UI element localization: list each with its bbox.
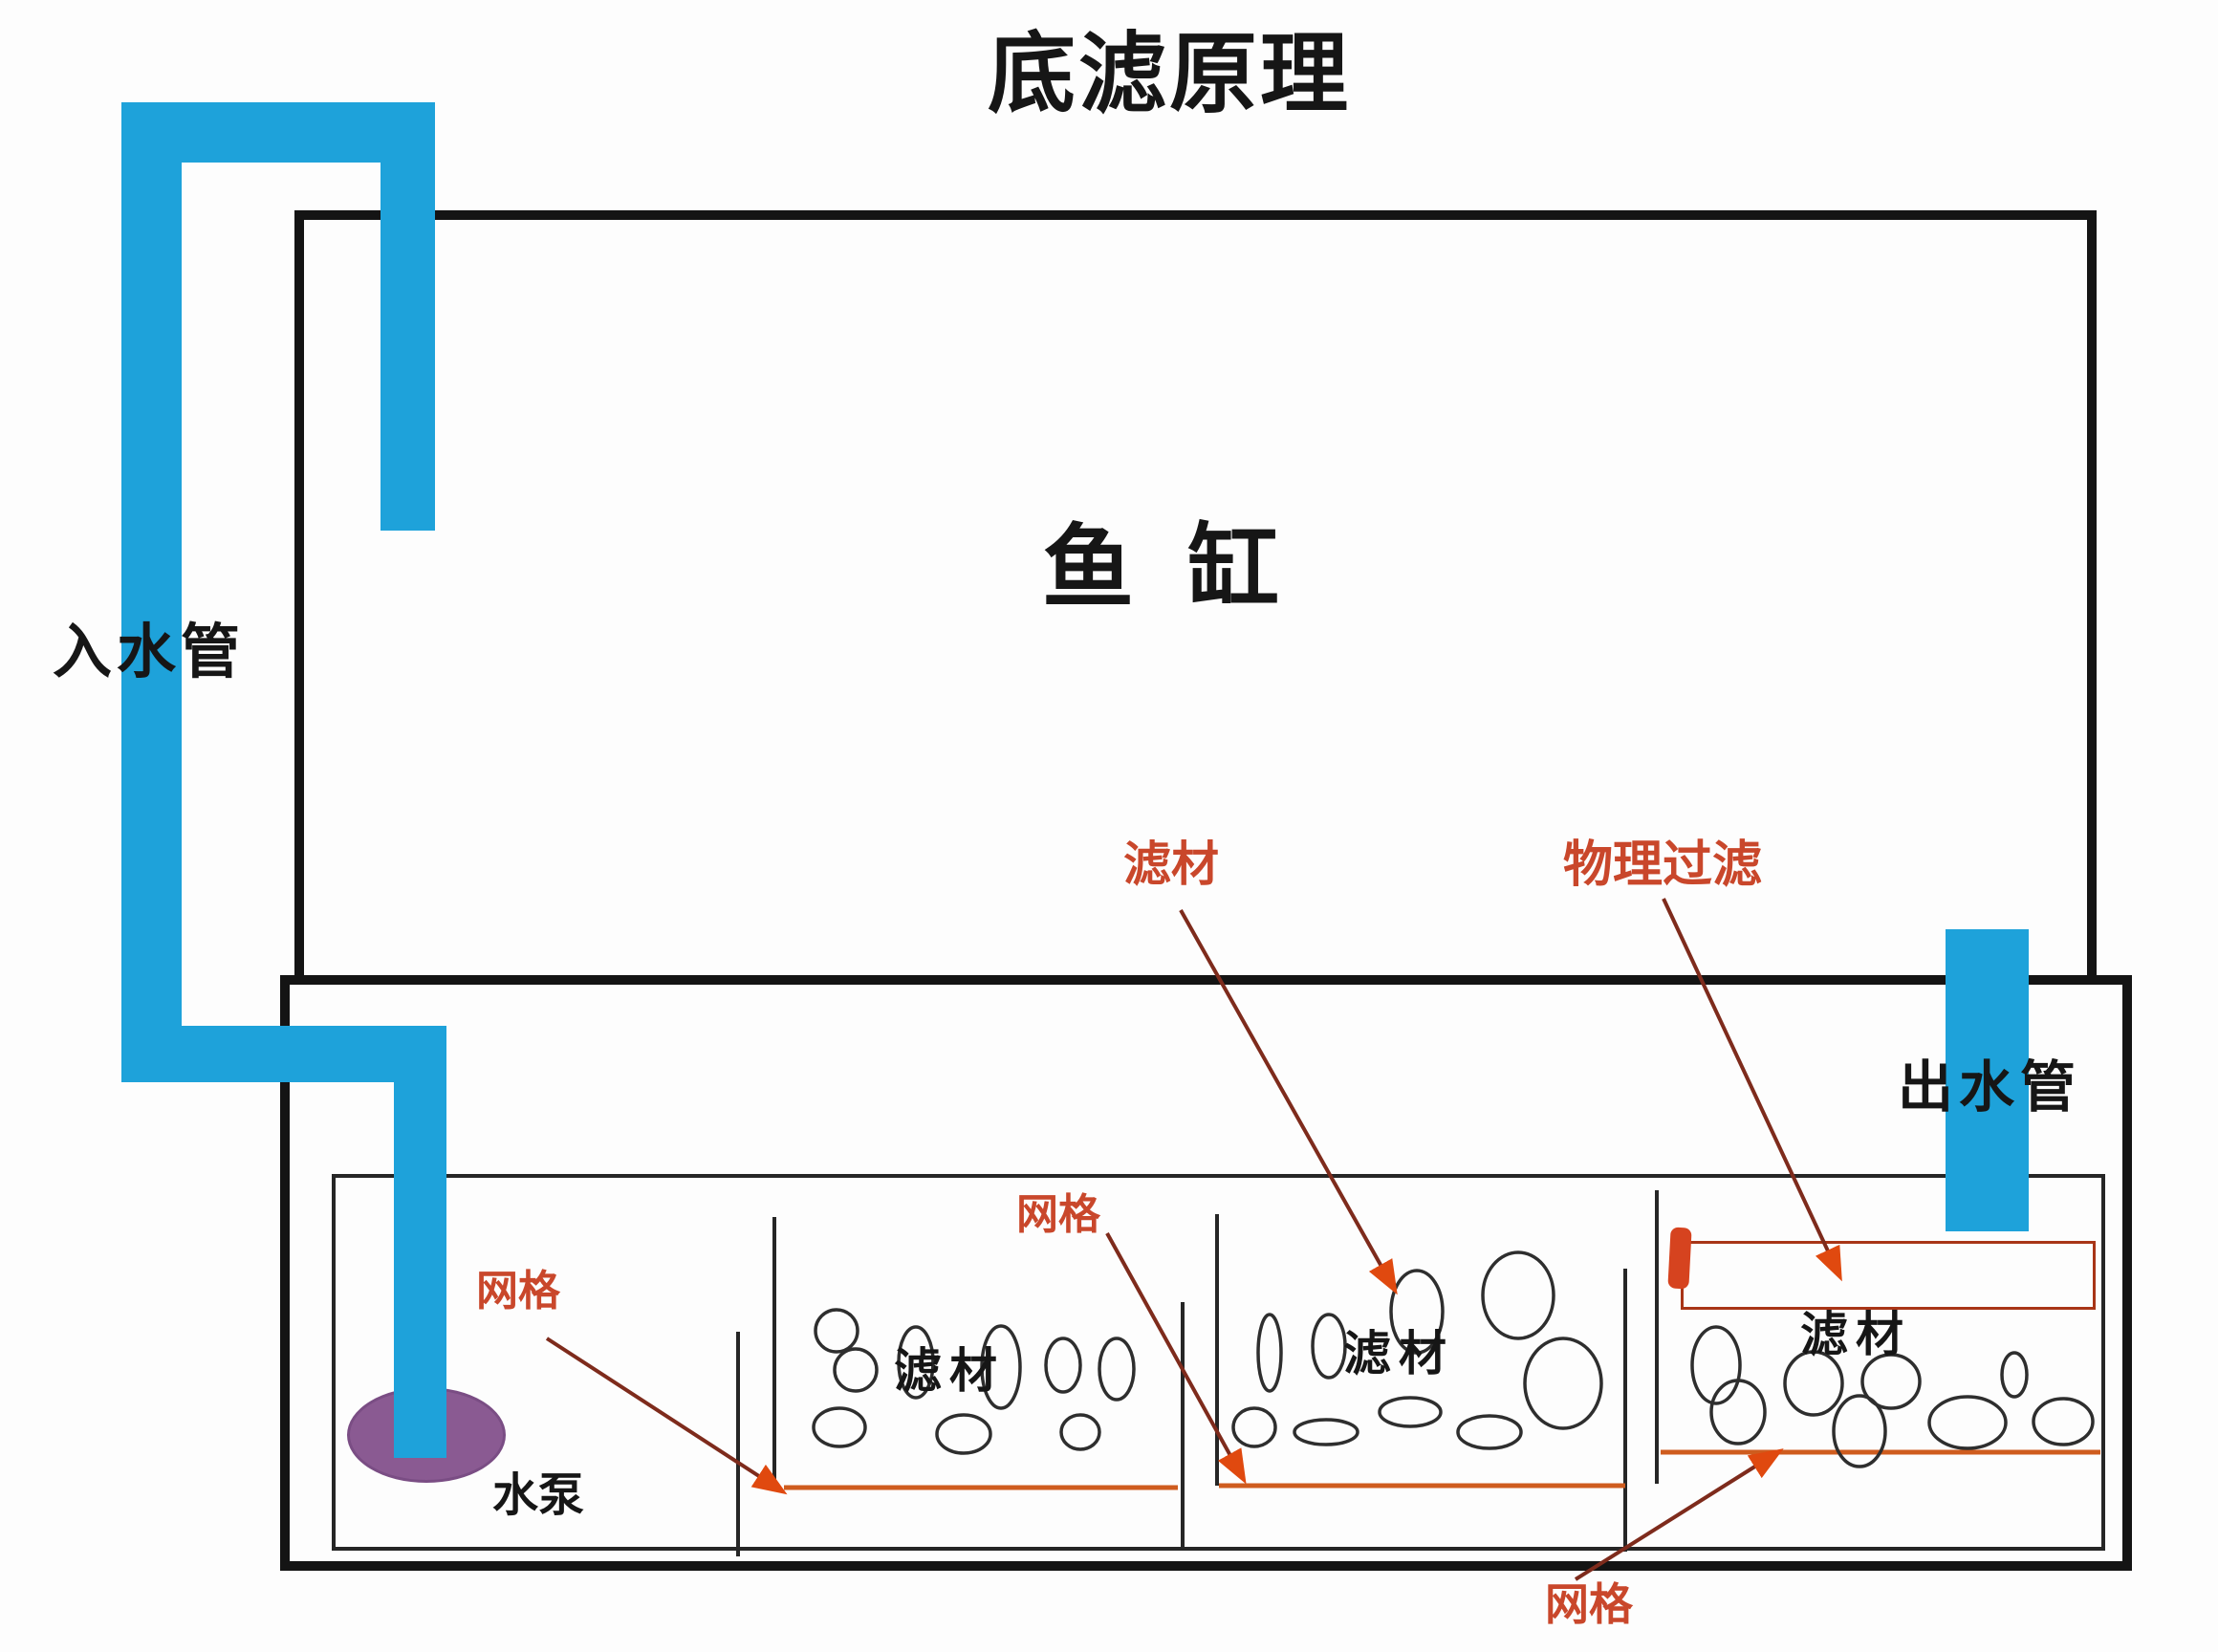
baffle-divider (1181, 1302, 1185, 1547)
baffle-divider (772, 1217, 776, 1489)
inlet-pipe-label: 入水管 (53, 620, 246, 685)
diagram-title: 底滤原理 (988, 26, 1352, 123)
grid-callout-3: 网格 (1545, 1579, 1633, 1629)
outlet-pipe-label: 出水管 (1898, 1056, 2082, 1119)
inlet-pipe-pump-drop (394, 1082, 446, 1458)
media-label-2: 滤材 (1343, 1327, 1454, 1380)
inlet-pipe-sump-run (121, 1026, 446, 1082)
filter-tray-marker (1667, 1227, 1692, 1290)
inlet-pipe-left-riser (121, 102, 182, 1082)
media-callout: 滤材 (1123, 837, 1219, 891)
grid-callout-2: 网格 (1016, 1191, 1100, 1238)
media-label-3: 滤材 (1800, 1308, 1911, 1361)
baffle-divider (1655, 1190, 1659, 1484)
baffle-divider (736, 1332, 740, 1556)
grid-callout-1: 网格 (476, 1268, 560, 1315)
outlet-pipe (1946, 929, 2029, 1231)
physical-filter-tray (1681, 1241, 2096, 1310)
media-label-1: 滤材 (894, 1344, 1005, 1398)
pump-label: 水泵 (492, 1470, 585, 1521)
baffle-divider (1623, 1269, 1627, 1552)
fish-tank (294, 210, 2097, 980)
physical-filter-callout: 物理过滤 (1563, 837, 1763, 893)
fish-tank-label: 鱼缸 (1042, 517, 1333, 620)
inlet-pipe-tank-drop (381, 163, 435, 531)
baffle-divider (1215, 1214, 1219, 1486)
